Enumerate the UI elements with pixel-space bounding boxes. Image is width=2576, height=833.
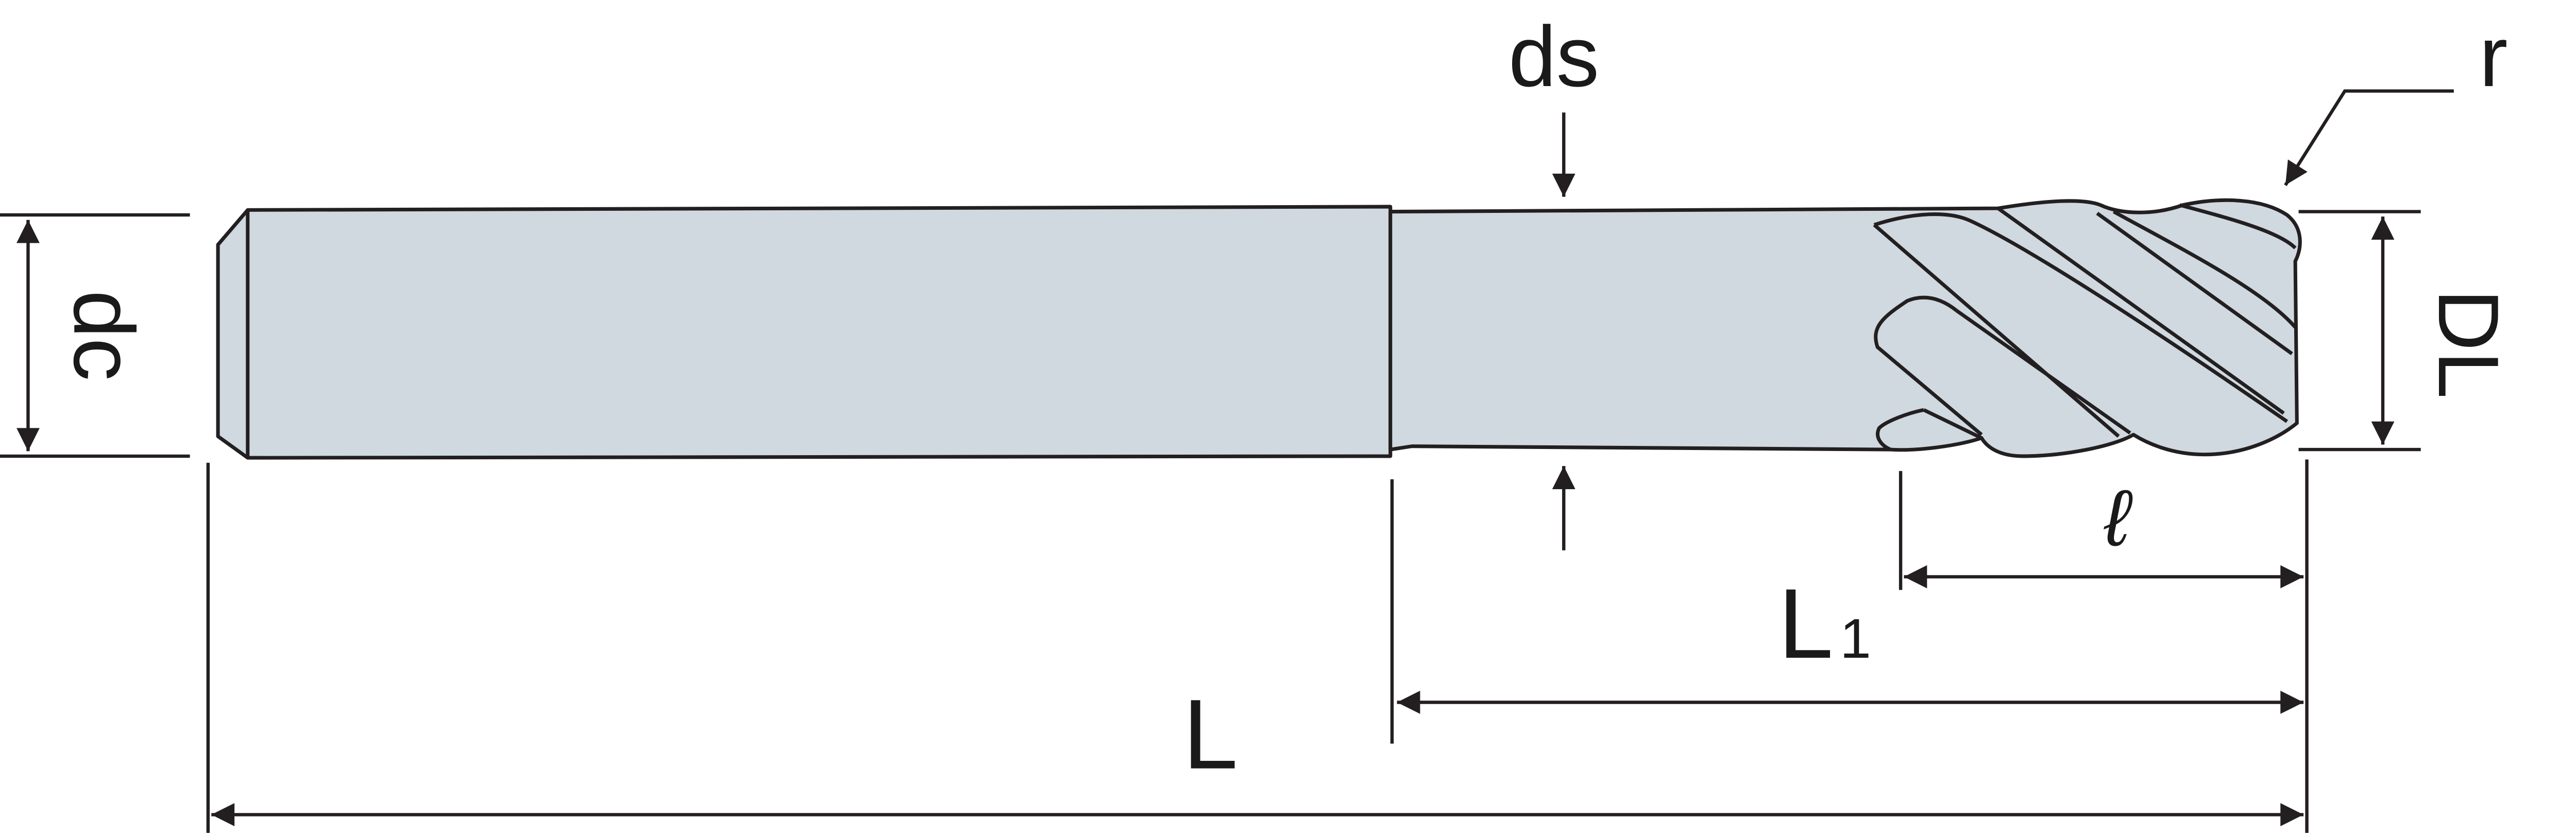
l-total-dimension: L: [206, 462, 2304, 833]
dl-label: DL: [2420, 289, 2516, 398]
dc-label: dc: [56, 290, 151, 381]
shank: [216, 205, 1393, 460]
ds-label: ds: [1509, 9, 1599, 105]
r-dimension: r: [2284, 9, 2508, 186]
ds-dimension: ds: [1509, 9, 1599, 551]
dc-dimension: dc: [0, 213, 190, 458]
l-label: ℓ: [2104, 474, 2133, 562]
r-label: r: [2479, 9, 2508, 105]
dl-dimension: DL: [2298, 210, 2516, 452]
l-dimension: ℓ: [1899, 459, 2309, 833]
cutting-head: [1388, 198, 2302, 458]
l-total-label: L: [1183, 679, 1238, 790]
